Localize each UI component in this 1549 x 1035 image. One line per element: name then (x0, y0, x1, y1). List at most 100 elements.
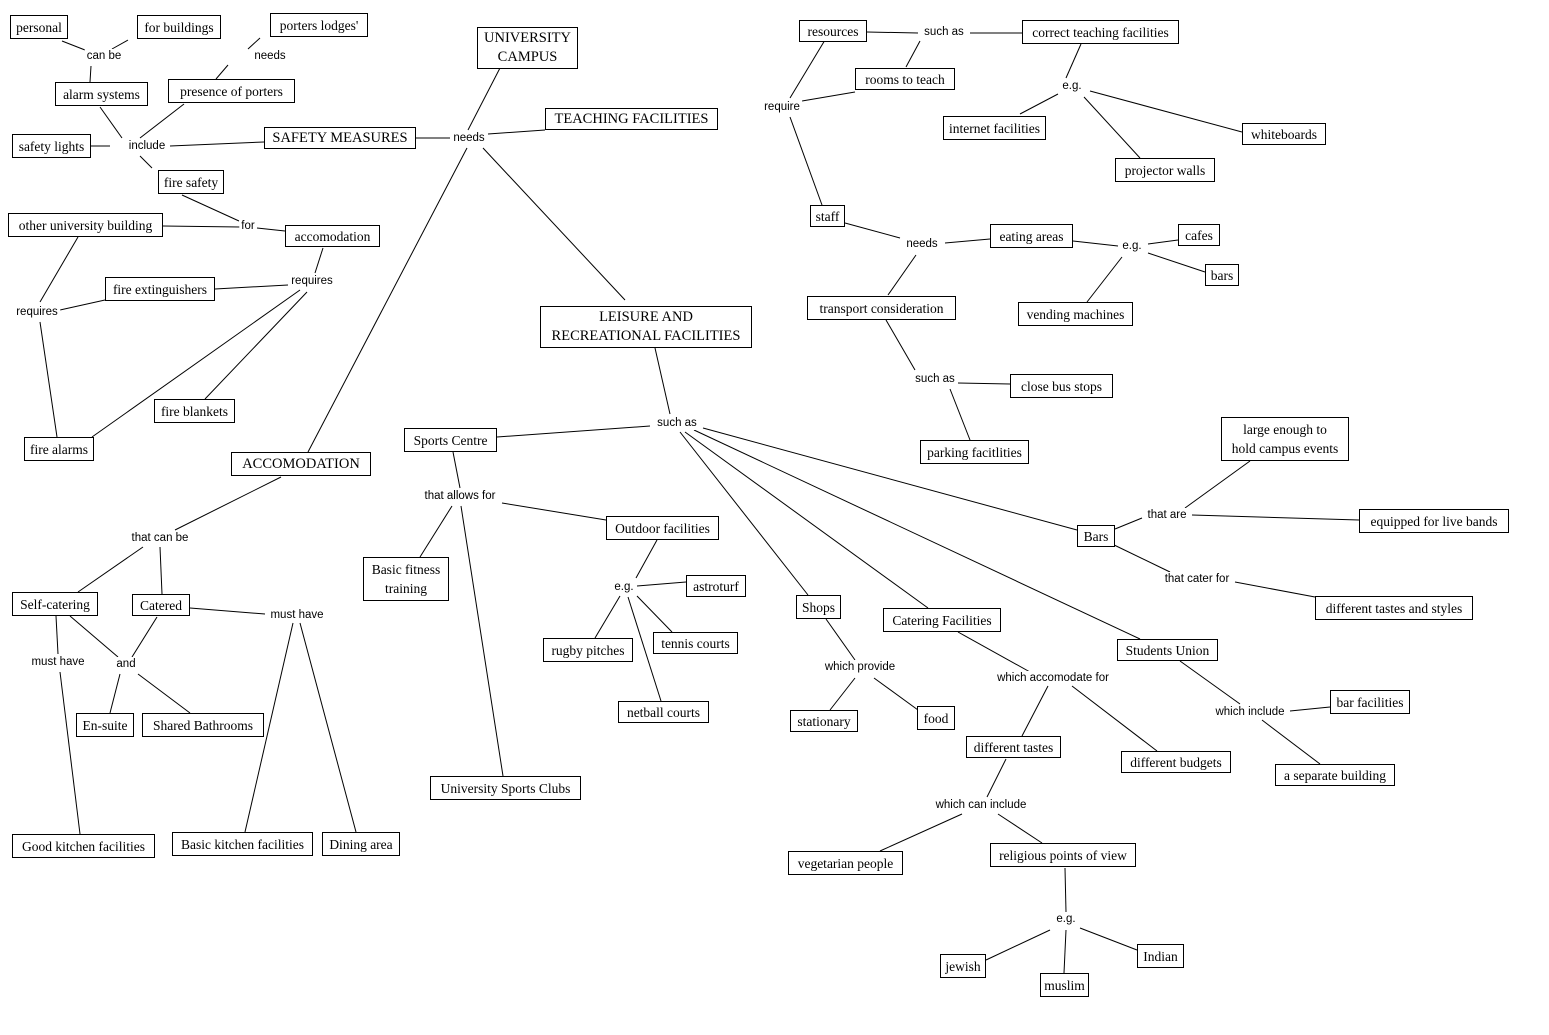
linking-phrase-must-have-self: must have (29, 655, 87, 669)
concept-node-presence-of-porters[interactable]: presence of porters (168, 79, 295, 103)
linking-phrase-needs-staff: needs (904, 237, 940, 251)
connector-line (1261, 719, 1321, 765)
connector-line (61, 40, 86, 51)
concept-node-staff[interactable]: staff (810, 205, 845, 227)
concept-node-basic-fitness[interactable]: Basic fitness training (363, 557, 449, 601)
connector-line (214, 284, 289, 290)
concept-node-parking-facilities[interactable]: parking facitlities (920, 440, 1029, 464)
concept-node-stationary[interactable]: stationary (790, 710, 858, 732)
connector-line (1114, 517, 1143, 530)
concept-node-separate-building[interactable]: a separate building (1275, 764, 1395, 786)
concept-node-bars[interactable]: Bars (1077, 525, 1115, 547)
concept-node-students-union[interactable]: Students Union (1117, 639, 1218, 661)
concept-node-personal[interactable]: personal (10, 15, 68, 39)
connector-line (77, 546, 144, 593)
linking-phrase-needs-porters: needs (252, 49, 288, 63)
concept-node-internet-facilities[interactable]: internet facilities (943, 116, 1046, 140)
concept-node-close-bus-stops[interactable]: close bus stops (1010, 374, 1113, 398)
concept-node-self-catering[interactable]: Self-catering (12, 592, 98, 616)
concept-node-outdoor-facilities[interactable]: Outdoor facilities (606, 516, 719, 540)
connector-line (131, 616, 158, 658)
concept-node-accomodation-small[interactable]: accomodation (285, 225, 380, 247)
concept-node-safety-measures[interactable]: SAFETY MEASURES (264, 127, 416, 149)
concept-node-fire-safety[interactable]: fire safety (158, 170, 224, 194)
connector-line (887, 254, 917, 296)
connector-line (879, 813, 963, 852)
concept-node-correct-teaching-facilities[interactable]: correct teaching facilities (1022, 20, 1179, 44)
connector-line (1071, 685, 1158, 752)
concept-node-vegetarian[interactable]: vegetarian people (788, 851, 903, 875)
concept-node-en-suite[interactable]: En-suite (76, 713, 134, 737)
concept-node-catering-facilities[interactable]: Catering Facilities (883, 608, 1001, 632)
linking-phrase-that-are: that are (1145, 508, 1189, 522)
linking-phrase-eg-eating: e.g. (1120, 239, 1144, 253)
concept-node-bars-small[interactable]: bars (1205, 264, 1239, 286)
concept-node-transport-consideration[interactable]: transport consideration (807, 296, 956, 320)
connector-line (825, 618, 856, 661)
concept-node-teaching-facilities[interactable]: TEACHING FACILITIES (545, 108, 718, 130)
concept-node-projector-walls[interactable]: projector walls (1115, 158, 1215, 182)
concept-node-university-sports-clubs[interactable]: University Sports Clubs (430, 776, 581, 800)
concept-node-different-tastes-styles[interactable]: different tastes and styles (1315, 596, 1473, 620)
linking-phrase-that-cater-for: that cater for (1162, 572, 1232, 586)
connector-line (844, 222, 901, 239)
concept-node-different-tastes[interactable]: different tastes (966, 736, 1061, 758)
concept-node-catered[interactable]: Catered (132, 594, 190, 616)
connector-line (1072, 240, 1119, 247)
concept-node-vending-machines[interactable]: vending machines (1018, 302, 1133, 326)
concept-node-whiteboards[interactable]: whiteboards (1242, 123, 1326, 145)
concept-node-shops[interactable]: Shops (796, 595, 841, 619)
linking-phrase-eg-outdoor: e.g. (612, 580, 636, 594)
linking-phrase-requires-left: requires (14, 305, 60, 319)
concept-node-large-enough[interactable]: large enough to hold campus events (1221, 417, 1349, 461)
concept-node-fire-blankets[interactable]: fire blankets (154, 399, 235, 423)
concept-node-religious[interactable]: religious points of view (990, 843, 1136, 867)
concept-node-resources[interactable]: resources (799, 20, 867, 42)
connector-line (189, 607, 266, 615)
connector-line (654, 347, 671, 415)
concept-node-eating-areas[interactable]: eating areas (990, 224, 1073, 248)
concept-node-sports-centre[interactable]: Sports Centre (404, 428, 497, 452)
concept-node-leisure[interactable]: LEISURE AND RECREATIONAL FACILITIES (540, 306, 752, 348)
concept-node-basic-kitchen[interactable]: Basic kitchen facilities (172, 832, 313, 856)
connector-line (829, 677, 856, 711)
connector-line (139, 103, 185, 139)
connector-line (1086, 256, 1123, 303)
connector-line (159, 546, 163, 595)
concept-node-tennis-courts[interactable]: tennis courts (653, 632, 738, 654)
concept-node-rugby-pitches[interactable]: rugby pitches (543, 638, 633, 662)
connector-line (137, 673, 191, 714)
connector-line (109, 673, 121, 714)
connector-line (467, 67, 501, 131)
concept-node-different-budgets[interactable]: different budgets (1121, 751, 1231, 773)
concept-node-safety-lights[interactable]: safety lights (12, 134, 91, 158)
concept-node-equipped-live-bands[interactable]: equipped for live bands (1359, 509, 1509, 533)
connector-line (997, 813, 1043, 844)
concept-node-accomodation[interactable]: ACCOMODATION (231, 452, 371, 476)
concept-node-cafes[interactable]: cafes (1178, 224, 1220, 246)
concept-node-muslim[interactable]: muslim (1040, 973, 1089, 997)
concept-node-food[interactable]: food (917, 706, 955, 730)
concept-node-fire-alarms[interactable]: fire alarms (24, 437, 94, 461)
concept-node-dining-area[interactable]: Dining area (322, 832, 400, 856)
concept-node-shared-bathrooms[interactable]: Shared Bathrooms (142, 713, 264, 737)
concept-node-good-kitchen[interactable]: Good kitchen facilities (12, 834, 155, 858)
concept-node-jewish[interactable]: jewish (940, 954, 986, 978)
concept-node-alarm-systems[interactable]: alarm systems (55, 82, 148, 106)
concept-node-bar-facilities[interactable]: bar facilities (1330, 690, 1410, 714)
concept-node-rooms-to-teach[interactable]: rooms to teach (855, 68, 955, 90)
connector-line (244, 622, 294, 833)
concept-node-indian[interactable]: Indian (1137, 944, 1184, 968)
concept-node-university-campus[interactable]: UNIVERSITY CAMPUS (477, 27, 578, 69)
concept-node-porters-lodges[interactable]: porters lodges' (270, 13, 368, 37)
concept-node-fire-extinguishers[interactable]: fire extinguishers (105, 277, 215, 301)
concept-node-other-university-building[interactable]: other university building (8, 213, 163, 237)
connector-line (59, 671, 81, 835)
connector-line (69, 615, 119, 658)
connector-line (1089, 90, 1243, 133)
connector-line (957, 382, 1011, 385)
concept-node-netball-courts[interactable]: netball courts (618, 701, 709, 723)
linking-phrase-eg-religious: e.g. (1054, 912, 1078, 926)
concept-node-for-buildings[interactable]: for buildings (137, 15, 221, 39)
concept-node-astroturf[interactable]: astroturf (686, 575, 746, 597)
